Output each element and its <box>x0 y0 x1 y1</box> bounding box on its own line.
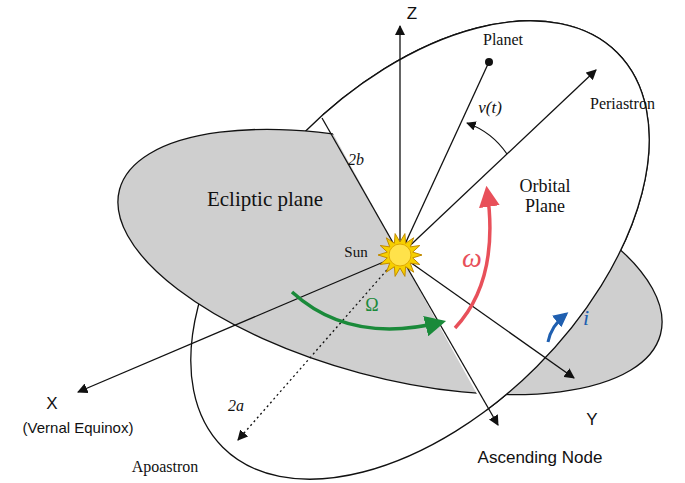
dimension-label: 2a <box>228 397 244 415</box>
axis-label: Z <box>407 5 417 24</box>
angle-label: Ω <box>365 296 378 316</box>
body-label: Sun <box>344 244 367 261</box>
axis-label: (Vernal Equinox) <box>23 420 134 437</box>
body-label: Planet <box>483 31 523 49</box>
sun-symbol <box>378 234 422 277</box>
dimension-label: 2b <box>348 151 364 169</box>
plane-label: Ecliptic plane <box>205 188 325 211</box>
angle-label: ω <box>462 243 482 274</box>
angle-label: i <box>583 306 589 330</box>
axis-label: Y <box>586 411 597 430</box>
point-label: Apoastron <box>132 458 199 476</box>
plane-label: Orbital Plane <box>505 177 585 217</box>
angle-label: ν(t) <box>478 99 502 118</box>
point-label: Periastron <box>590 95 655 113</box>
axis-label: X <box>46 395 57 414</box>
node-label: Ascending Node <box>478 449 603 468</box>
